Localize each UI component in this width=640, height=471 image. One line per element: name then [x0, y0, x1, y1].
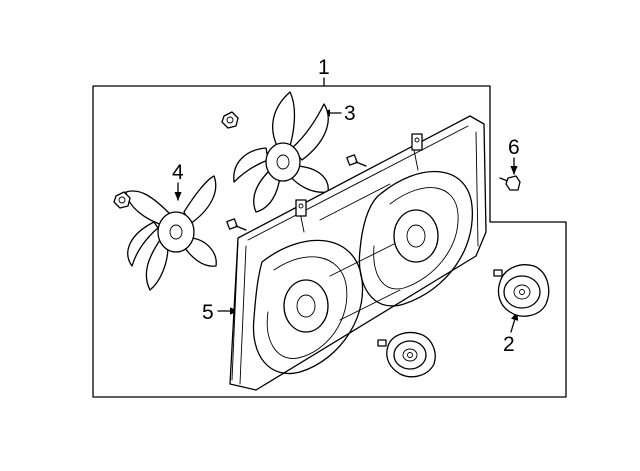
callout-4-label: 4 [172, 161, 184, 184]
nut-fan-4 [113, 191, 131, 209]
callout-2-label: 2 [503, 333, 515, 356]
bolt-upper [346, 154, 367, 167]
callout-3-label: 3 [344, 102, 356, 125]
fan-shroud-5 [229, 115, 487, 391]
fan-blade-3 [233, 91, 329, 213]
fan-blade-4 [125, 175, 217, 291]
fan-motor-2 [493, 264, 550, 317]
bolt-lower [226, 218, 247, 231]
bolt-6 [499, 175, 521, 191]
nut-fan-3 [221, 111, 239, 129]
fan-motor-lower [377, 331, 436, 378]
callout-6-label: 6 [508, 136, 520, 159]
callout-1-label: 1 [318, 56, 330, 79]
callout-5-label: 5 [202, 301, 214, 324]
assembly-boundary [92, 85, 567, 398]
